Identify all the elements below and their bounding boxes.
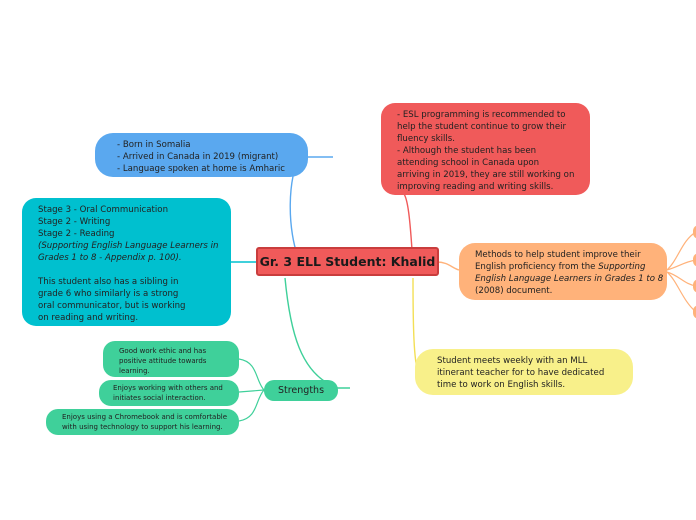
topic-esl-programming[interactable]: - ESL programming is recommended to help… (381, 103, 590, 195)
strength-line: positive attitude towards (119, 357, 207, 365)
connector-methods (436, 261, 460, 271)
connector-methods-sub-4 (666, 271, 696, 313)
methods-line: Methods to help student improve their (475, 250, 641, 260)
connector-methods-sub-3 (666, 271, 696, 287)
methods-line: (2008) document. (475, 286, 553, 296)
stages-line: on reading and writing. (38, 313, 139, 323)
bio-line: - Arrived in Canada in 2019 (migrant) (117, 152, 279, 162)
stages-line: Stage 2 - Writing (38, 217, 111, 227)
topic-language-stages[interactable]: Stage 3 - Oral Communication Stage 2 - W… (22, 198, 231, 326)
offscreen-node-1[interactable] (693, 225, 696, 239)
methods-line: English proficiency from the Supporting (475, 261, 667, 273)
stages-citation: Grades 1 to 8 - Appendix p. 100). (38, 253, 182, 263)
connector-strength-1 (238, 358, 265, 391)
stages-line: oral communicator, but is working (38, 301, 186, 311)
stages-citation: (Supporting English Language Learners in (38, 241, 219, 251)
esl-line: arriving in 2019, they are still working… (397, 170, 575, 180)
methods-line-text: English proficiency from the (475, 262, 599, 272)
strength-line: Good work ethic and has (119, 347, 207, 355)
topic-strengths[interactable]: Strengths (264, 380, 338, 401)
mll-line: itinerant teacher for to have dedicated (437, 368, 605, 378)
strength-line: learning. (119, 367, 150, 375)
methods-citation: English Language Learners in Grades 1 to… (475, 274, 664, 284)
offscreen-node-2[interactable] (693, 253, 696, 267)
stages-spacer (38, 264, 231, 276)
strength-line: initiates social interaction. (113, 394, 206, 402)
bio-line: - Language spoken at home is Amharic (117, 164, 285, 174)
stages-line: Stage 2 - Reading (38, 229, 115, 239)
stages-line: Stage 3 - Oral Communication (38, 205, 169, 215)
topic-mll-teacher[interactable]: Student meets weekly with an MLL itinera… (415, 349, 633, 395)
strength-line: Enjoys using a Chromebook and is comfort… (62, 413, 228, 421)
mll-line: time to work on English skills. (437, 380, 566, 390)
connector-esl (403, 193, 413, 251)
central-topic[interactable]: Gr. 3 ELL Student: Khalid (256, 247, 439, 276)
esl-line: improving reading and writing skills. (397, 182, 554, 192)
esl-line: attending school in Canada upon (397, 158, 540, 168)
esl-line: help the student continue to grow their (397, 122, 567, 132)
esl-line: fluency skills. (397, 134, 455, 144)
subtopic-strength-technology[interactable]: Enjoys using a Chromebook and is comfort… (46, 409, 239, 435)
subtopic-strength-work-ethic[interactable]: Good work ethic and has positive attitud… (103, 341, 239, 377)
connector-strength-3 (238, 389, 265, 422)
connector-strength-2 (238, 389, 265, 393)
esl-line: - Although the student has been (397, 146, 537, 156)
strength-line: with using technology to support his lea… (62, 423, 223, 431)
stages-line: This student also has a sibling in (38, 277, 179, 287)
subtopic-strength-social[interactable]: Enjoys working with others and initiates… (99, 380, 239, 406)
offscreen-node-3[interactable] (693, 279, 696, 293)
esl-line: - ESL programming is recommended to (397, 110, 566, 120)
stages-line: grade 6 who similarly is a strong (38, 289, 179, 299)
connector-methods-sub-1 (666, 231, 696, 271)
methods-citation: Supporting (598, 262, 646, 272)
mll-line: Student meets weekly with an MLL (437, 356, 588, 366)
offscreen-node-4[interactable] (693, 305, 696, 319)
strength-line: Enjoys working with others and (113, 384, 223, 392)
connector-strengths (284, 277, 350, 389)
central-title: Gr. 3 ELL Student: Khalid (259, 253, 436, 269)
strengths-label: Strengths (277, 384, 325, 396)
topic-background[interactable]: - Born in Somalia - Arrived in Canada in… (95, 133, 308, 177)
bio-line: - Born in Somalia (117, 140, 191, 150)
topic-methods[interactable]: Methods to help student improve their En… (459, 243, 667, 300)
